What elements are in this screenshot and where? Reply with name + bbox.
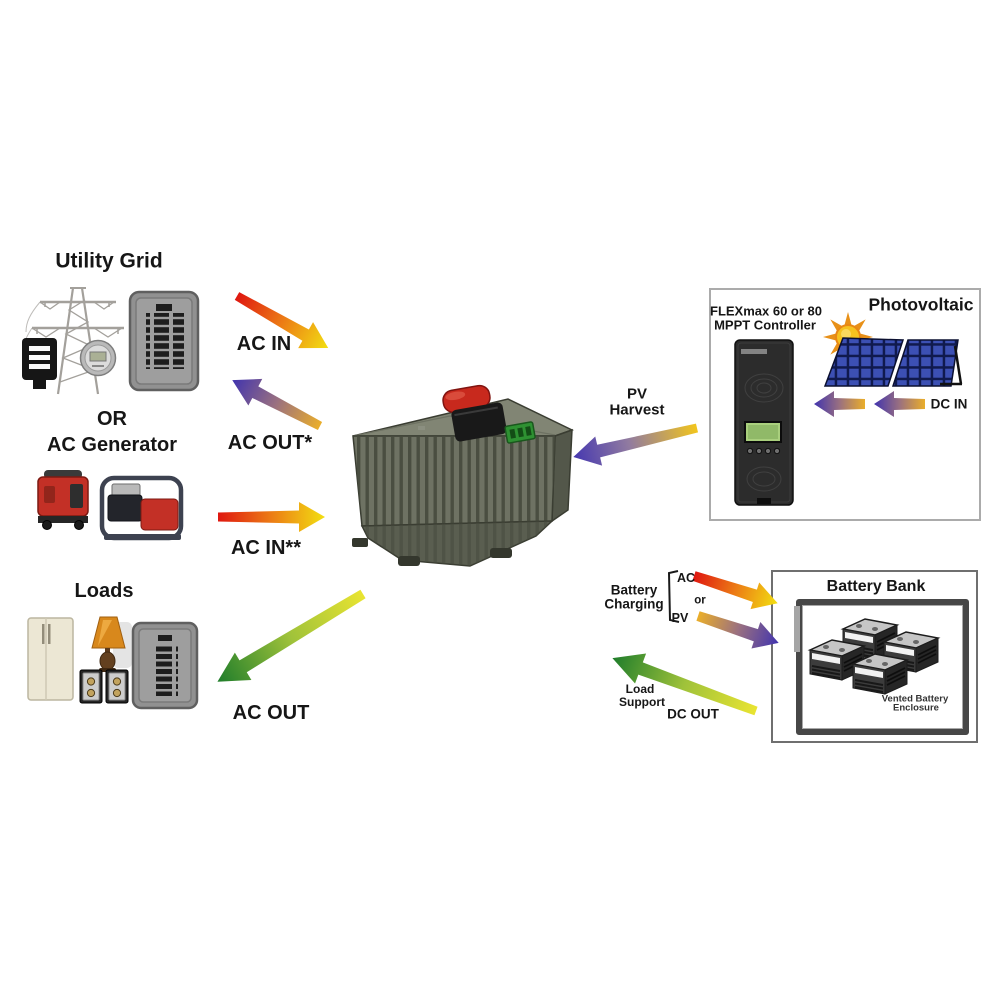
inverter-figure (352, 384, 574, 567)
refrigerator-icon (27, 617, 74, 701)
electric-meter-icon (22, 338, 57, 389)
breaker-panel-icon (128, 290, 200, 392)
enclosure-vent-bar (794, 606, 800, 652)
frame-generator-icon (99, 475, 184, 541)
pv-harvest-label-line1: PV (626, 385, 648, 403)
battery-icon (852, 653, 908, 695)
or-label: OR (97, 408, 127, 430)
utility-grid-figure (22, 287, 200, 395)
utility-grid-title: Utility Grid (55, 249, 163, 273)
ac-in-label: AC IN (236, 333, 292, 355)
breaker-panel-icon (131, 621, 199, 710)
loads-figure (27, 616, 199, 710)
ac-in-generator-arrow (218, 502, 325, 532)
battery-charging-label-line1: Battery (610, 582, 658, 598)
generator-figure (37, 470, 184, 541)
dc-in-label: DC IN (930, 396, 968, 412)
battery-charging-or-label: or (694, 594, 706, 607)
photovoltaic-figure (823, 312, 963, 387)
ac-out-grid-label: AC OUT* (227, 432, 313, 454)
terminal-cover-icon (451, 402, 507, 442)
load-support-label-line2: Support (619, 695, 665, 709)
ac-generator-title: AC Generator (46, 434, 178, 456)
dc-out-label: DC OUT (667, 706, 719, 722)
ac-out-loads-label: AC OUT (232, 702, 310, 724)
inverter-icon (352, 384, 574, 567)
photovoltaic-title: Photovoltaic (868, 294, 974, 315)
ac-out-loads-arrow (217, 589, 366, 682)
portable-generator-icon (37, 470, 89, 530)
ac-out-grid-arrow (232, 378, 323, 430)
charge-controller-icon (734, 339, 794, 506)
battery-charging-label-line2: Charging (604, 596, 664, 612)
battery-terminal-red-cap-icon (442, 384, 491, 413)
battery-bank-title: Battery Bank (826, 578, 926, 595)
pv-harvest-label-line2: Harvest (609, 401, 665, 419)
ac-in-generator-label: AC IN** (230, 537, 302, 559)
charge-controller-figure (734, 339, 794, 506)
enclosure-label-line1: Vented Battery (881, 693, 949, 705)
battery-charging-ac-label: AC (676, 570, 696, 585)
load-support-label-line1: Load (625, 682, 655, 696)
lamp-icon (91, 616, 132, 672)
battery-bank-figure (809, 618, 939, 695)
solar-panel-icon (823, 337, 963, 387)
controller-label-line1: FLEXmax 60 or 80 (710, 303, 822, 319)
enclosure-label-line2: Enclosure (893, 702, 939, 714)
dc-connector-icon (504, 421, 536, 444)
battery-charging-pv-arrow (696, 611, 779, 649)
round-meter-icon (79, 339, 117, 377)
battery-charging-pv-label: PV (671, 610, 689, 625)
outlet-icon (79, 669, 103, 704)
battery-charging-ac-arrow (692, 571, 778, 610)
outlet-icon (105, 669, 129, 704)
loads-title: Loads (74, 580, 134, 602)
controller-label-line2: MPPT Controller (714, 317, 816, 333)
